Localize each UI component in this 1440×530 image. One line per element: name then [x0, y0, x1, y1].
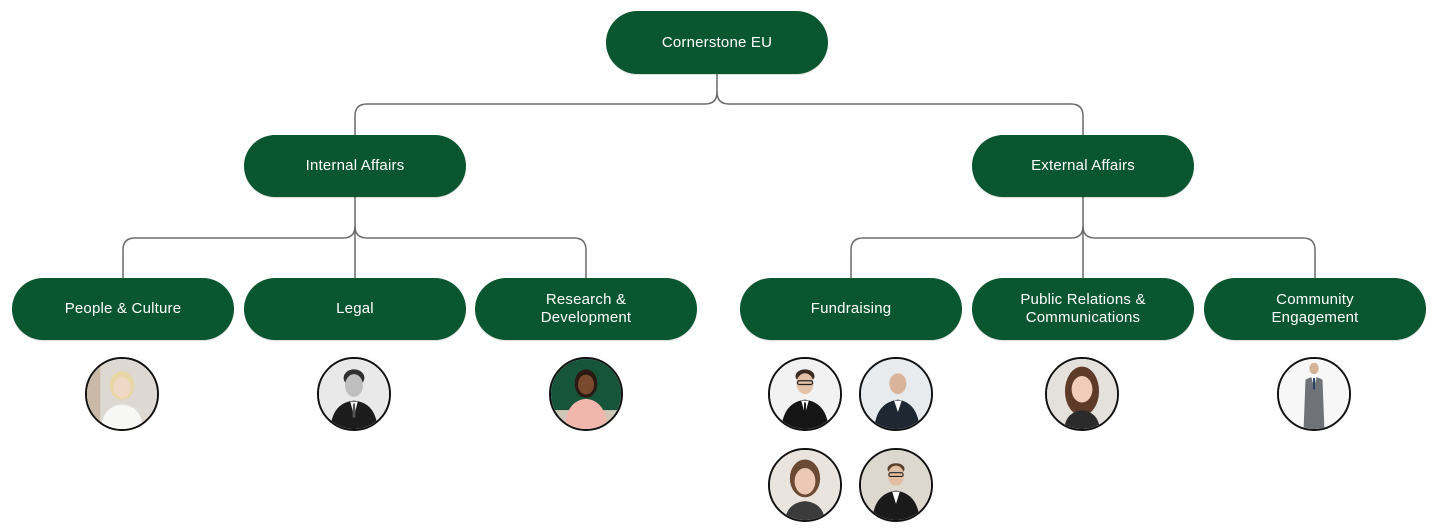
- connector-external-community: [1082, 225, 1316, 278]
- connector-internal-people: [122, 197, 356, 278]
- person-photo-icon: [1279, 359, 1349, 429]
- avatar-people-culture: [85, 357, 159, 431]
- avatar-fundraising-1: [768, 357, 842, 431]
- person-photo-icon: [319, 359, 389, 429]
- avatar-public-relations: [1045, 357, 1119, 431]
- node-people-culture[interactable]: People & Culture: [12, 278, 234, 340]
- avatar-fundraising-3: [768, 448, 842, 522]
- person-photo-icon: [87, 359, 157, 429]
- person-photo-icon: [861, 359, 931, 429]
- node-research-development[interactable]: Research & Development: [475, 278, 697, 340]
- person-photo-icon: [1047, 359, 1117, 429]
- avatar-fundraising-2: [859, 357, 933, 431]
- node-root[interactable]: Cornerstone EU: [606, 11, 828, 74]
- connector-root-internal: [354, 74, 718, 135]
- node-community-engagement[interactable]: Community Engagement: [1204, 278, 1426, 340]
- person-photo-icon: [770, 359, 840, 429]
- person-photo-icon: [551, 359, 621, 429]
- avatar-legal: [317, 357, 391, 431]
- connector-internal-rd: [354, 225, 587, 278]
- connector-root-external: [716, 91, 1084, 135]
- node-legal[interactable]: Legal: [244, 278, 466, 340]
- person-photo-icon: [861, 450, 931, 520]
- node-public-relations[interactable]: Public Relations & Communications: [972, 278, 1194, 340]
- connector-external-fundraising: [850, 197, 1084, 278]
- node-external-affairs[interactable]: External Affairs: [972, 135, 1194, 197]
- node-fundraising[interactable]: Fundraising: [740, 278, 962, 340]
- avatar-fundraising-4: [859, 448, 933, 522]
- node-internal-affairs[interactable]: Internal Affairs: [244, 135, 466, 197]
- avatar-community-engagement: [1277, 357, 1351, 431]
- avatar-research-development: [549, 357, 623, 431]
- person-photo-icon: [770, 450, 840, 520]
